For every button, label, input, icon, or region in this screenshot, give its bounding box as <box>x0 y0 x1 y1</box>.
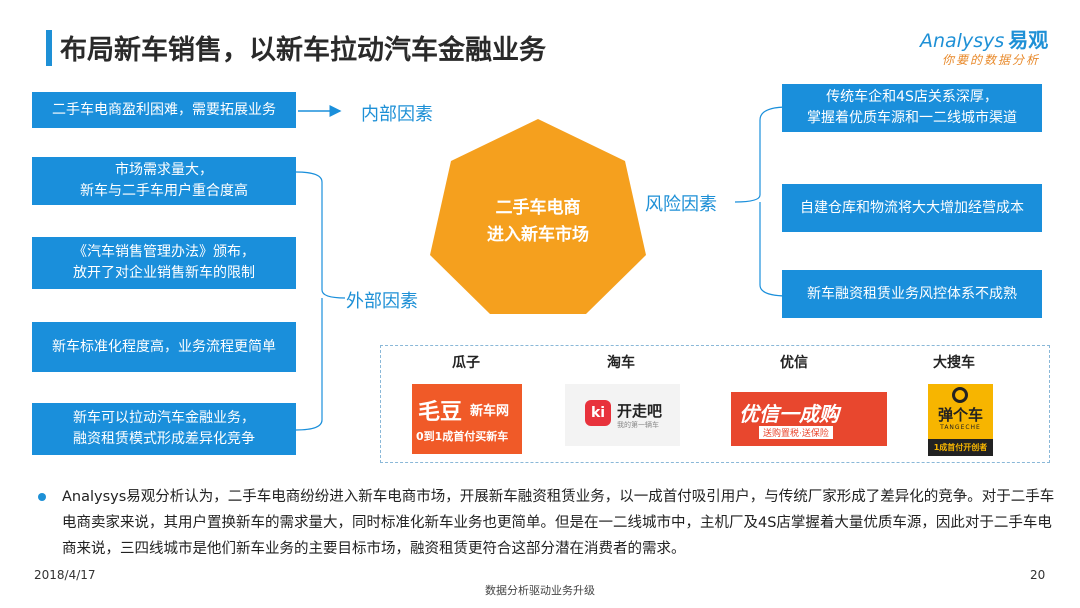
title-accent-bar <box>46 30 52 66</box>
external-factor-3-line1: 新车标准化程度高，业务流程更简单 <box>52 338 276 355</box>
risk-factor-3-line1: 新车融资租赁业务风控体系不成熟 <box>807 285 1017 302</box>
kaizouba-logo: ki 开走吧 我的第一辆车 <box>565 384 680 446</box>
internal-factor-box: 二手车电商盈利困难，需要拓展业务 <box>32 92 296 128</box>
risk-bracket <box>734 106 789 297</box>
maodou-logo: 毛豆 新车网 0到1成首付买新车 <box>412 384 522 454</box>
summary-bullet <box>38 493 46 501</box>
external-factor-1-line2: 新车与二手车用户重合度高 <box>80 183 248 199</box>
tangeche-icon <box>952 387 968 403</box>
external-factor-box-1: 市场需求量大， 新车与二手车用户重合度高 <box>32 157 296 205</box>
center-label-line2: 进入新车市场 <box>487 225 589 245</box>
center-label-line1: 二手车电商 <box>495 198 581 218</box>
page-title: 布局新车销售，以新车拉动汽车金融业务 <box>60 35 546 66</box>
center-label: 二手车电商 进入新车市场 <box>468 195 608 249</box>
tangeche-logo-sub: 1成首付开创者 <box>928 439 993 456</box>
external-factor-2-line2: 放开了对企业销售新车的限制 <box>73 265 255 281</box>
external-factor-box-2: 《汽车销售管理办法》颁布， 放开了对企业销售新车的限制 <box>32 237 296 289</box>
maodou-logo-sub: 0到1成首付买新车 <box>416 430 509 443</box>
footer-date: 2018/4/17 <box>34 568 96 582</box>
logo-tagline: 你要的数据分析 <box>942 53 1041 67</box>
risk-factor-2-line1: 自建仓库和物流将大大增加经营成本 <box>800 199 1024 216</box>
external-factor-box-3: 新车标准化程度高，业务流程更简单 <box>32 322 296 372</box>
maodou-logo-main: 毛豆 <box>418 400 463 425</box>
youxin-logo-sub: 送购置税·送保险 <box>759 426 833 439</box>
brand-panel <box>380 345 1050 463</box>
internal-factor-text: 二手车电商盈利困难，需要拓展业务 <box>52 101 276 118</box>
kaizouba-logo-sub: 我的第一辆车 <box>617 421 659 429</box>
youxin-logo: 优信一成购 送购置税·送保险 <box>731 392 887 446</box>
logo-chinese: 易观 <box>1008 28 1049 52</box>
brand-name-youxin: 优信 <box>780 355 808 371</box>
risk-factor-box-3: 新车融资租赁业务风控体系不成熟 <box>782 270 1042 318</box>
brand-name-taoche: 淘车 <box>607 355 635 371</box>
external-factor-4-line2: 融资租赁模式形成差异化竞争 <box>73 431 255 447</box>
external-bracket <box>295 171 346 431</box>
summary-paragraph: Analysys易观分析认为，二手车电商纷纷进入新车电商市场，开展新车融资租赁业… <box>62 489 1055 557</box>
risk-factor-label: 风险因素 <box>645 194 717 215</box>
logo-english: Analysys <box>920 30 1005 52</box>
brand-name-dasouche: 大搜车 <box>933 355 975 371</box>
risk-factor-box-1: 传统车企和4S店关系深厚， 掌握着优质车源和一二线城市渠道 <box>782 84 1042 132</box>
risk-factor-1-line1: 传统车企和4S店关系深厚， <box>826 89 998 105</box>
tangeche-logo: 弹个车 TANGECHE 1成首付开创者 <box>928 384 993 456</box>
page-number: 20 <box>1030 568 1046 582</box>
tangeche-logo-en: TANGECHE <box>940 424 981 431</box>
external-factor-label: 外部因素 <box>346 291 418 312</box>
risk-factor-box-2: 自建仓库和物流将大大增加经营成本 <box>782 184 1042 232</box>
kaizouba-logo-main: 开走吧 <box>617 402 663 420</box>
internal-factor-label: 内部因素 <box>361 104 433 125</box>
center-heptagon <box>430 119 646 314</box>
risk-factor-1-line2: 掌握着优质车源和一二线城市渠道 <box>807 110 1017 126</box>
external-factor-box-4: 新车可以拉动汽车金融业务， 融资租赁模式形成差异化竞争 <box>32 403 296 455</box>
external-factor-2-line1: 《汽车销售管理办法》颁布， <box>73 244 255 260</box>
kaizouba-icon: ki <box>585 400 611 426</box>
footer-tagline: 数据分析驱动业务升级 <box>485 584 595 597</box>
youxin-logo-main: 优信一成购 <box>739 402 839 426</box>
external-factor-1-line1: 市场需求量大， <box>115 162 213 178</box>
external-factor-4-line1: 新车可以拉动汽车金融业务， <box>73 410 255 426</box>
brand-name-guazi: 瓜子 <box>452 355 480 371</box>
tangeche-logo-main: 弹个车 <box>937 406 983 424</box>
maodou-logo-side: 新车网 <box>470 404 510 419</box>
